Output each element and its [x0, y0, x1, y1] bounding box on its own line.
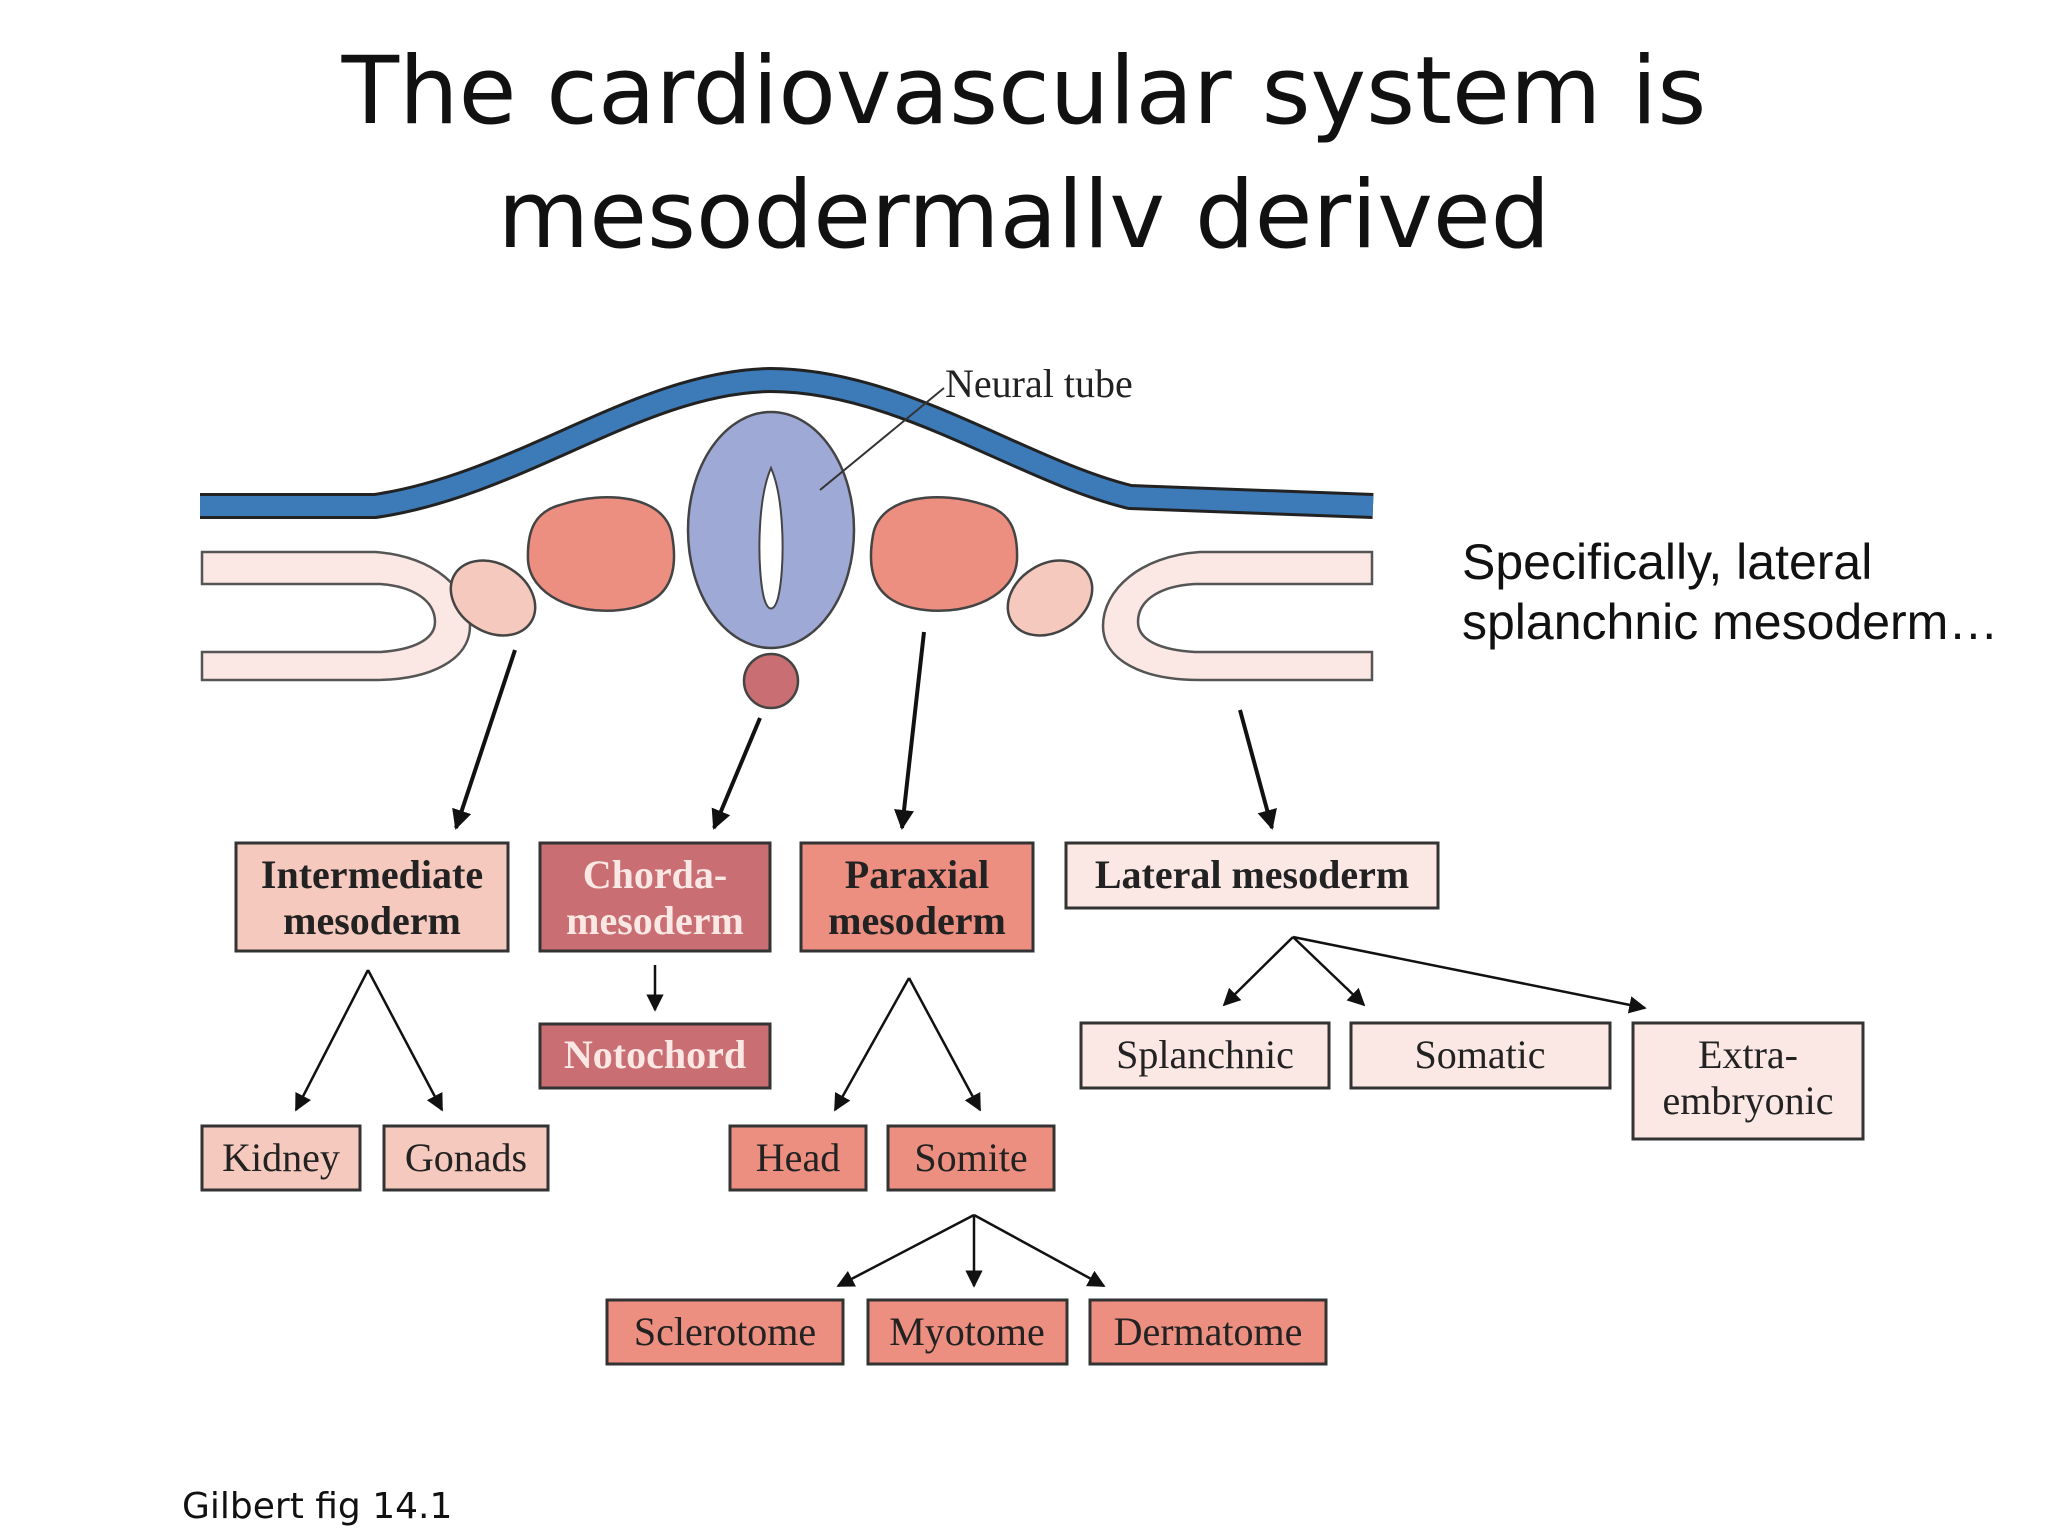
- side-note-line-1: Specifically, lateral: [1462, 534, 1873, 590]
- embryo-cross-section: Neural tube: [200, 361, 1374, 710]
- paraxial-mesoderm-box: [799, 841, 1035, 953]
- extra-label-line-2: embryonic: [1662, 1078, 1833, 1123]
- tissue-arrows: [452, 631, 1277, 830]
- sclerotome-label: Sclerotome: [634, 1309, 816, 1354]
- arrow-to-chorda: [711, 717, 762, 830]
- lateral-label: Lateral mesoderm: [1095, 852, 1409, 897]
- gonads-label: Gonads: [405, 1135, 527, 1180]
- arrow-paraxial-somite: [907, 977, 982, 1112]
- notochord-label: Notochord: [564, 1032, 746, 1077]
- arrow-somite-dermatome: [973, 1213, 1106, 1288]
- left-intermediate-mesoderm: [449, 559, 537, 637]
- kidney-label: Kidney: [222, 1135, 340, 1180]
- chorda-label-line-1: Chorda-: [583, 852, 727, 897]
- chorda-label-line-2: mesoderm: [566, 898, 744, 943]
- somite-box: [886, 1124, 1056, 1192]
- sclerotome-box: [605, 1298, 845, 1366]
- mesoderm-boxes: [200, 841, 1865, 1366]
- lateral-mesoderm-box: [1064, 841, 1440, 910]
- arrow-to-intermediate: [452, 649, 517, 830]
- splanchnic-label: Splanchnic: [1116, 1032, 1294, 1077]
- paraxial-label-line-2: mesoderm: [828, 898, 1006, 943]
- dermatome-box: [1088, 1298, 1328, 1366]
- head-label: Head: [756, 1135, 840, 1180]
- somatic-box: [1349, 1021, 1612, 1090]
- gonads-box: [382, 1124, 550, 1192]
- neural-tube-label: Neural tube: [945, 361, 1133, 406]
- ectoderm-layer-fill: [200, 370, 1374, 516]
- chorda-mesoderm-box: [538, 841, 772, 953]
- figure-credit: Gilbert fig 14.1: [182, 1486, 453, 1527]
- left-paraxial-mesoderm: [526, 496, 676, 612]
- somatic-label: Somatic: [1414, 1032, 1545, 1077]
- arrow-paraxial-head: [833, 977, 911, 1112]
- slide-title: The cardiovascular system is mesodermall…: [0, 30, 2048, 278]
- arrow-somite-sclerotome: [836, 1213, 975, 1288]
- somite-label: Somite: [914, 1135, 1027, 1180]
- extra-label-line-1: Extra-: [1698, 1032, 1798, 1077]
- right-lateral-plate: [1101, 550, 1374, 682]
- arrow-lateral-somatic: [1292, 936, 1366, 1007]
- intermediate-label-line-2: mesoderm: [283, 898, 461, 943]
- intermediate-mesoderm-box: [234, 841, 510, 953]
- title-line-1: The cardiovascular system is: [341, 37, 1707, 146]
- notochord-tissue: [742, 652, 800, 710]
- left-lateral-plate: [200, 550, 472, 682]
- extra-embryonic-box: [1631, 1021, 1865, 1141]
- arrow-lateral-splanchnic: [1222, 936, 1294, 1007]
- side-note: Specifically, lateral splanchnic mesoder…: [1462, 532, 2022, 652]
- arrow-intermediate-gonads: [366, 969, 444, 1112]
- arrow-lateral-extra: [1292, 935, 1647, 1014]
- myotome-label: Myotome: [889, 1309, 1045, 1354]
- paraxial-label-line-1: Paraxial: [845, 852, 989, 897]
- right-paraxial-mesoderm: [869, 496, 1019, 612]
- title-line-2: mesodermallv derived: [497, 161, 1551, 270]
- arrow-to-paraxial: [894, 631, 926, 830]
- head-box: [728, 1124, 868, 1192]
- side-note-line-2: splanchnic mesoderm…: [1462, 594, 1999, 650]
- dermatome-label: Dermatome: [1114, 1309, 1303, 1354]
- right-intermediate-mesoderm: [1006, 559, 1094, 637]
- arrow-to-lateral: [1238, 709, 1277, 830]
- myotome-box: [866, 1298, 1069, 1366]
- neural-tube-leader-line: [819, 387, 945, 491]
- intermediate-label-line-1: Intermediate: [261, 852, 483, 897]
- box-labels: Intermediate mesoderm Chorda- mesoderm P…: [222, 852, 1833, 1354]
- arrow-intermediate-kidney: [294, 969, 370, 1112]
- splanchnic-box: [1079, 1021, 1331, 1090]
- kidney-box: [200, 1124, 362, 1192]
- neural-tube-lumen: [758, 465, 784, 610]
- notochord-box: [538, 1022, 772, 1090]
- branch-arrows: [294, 935, 1647, 1288]
